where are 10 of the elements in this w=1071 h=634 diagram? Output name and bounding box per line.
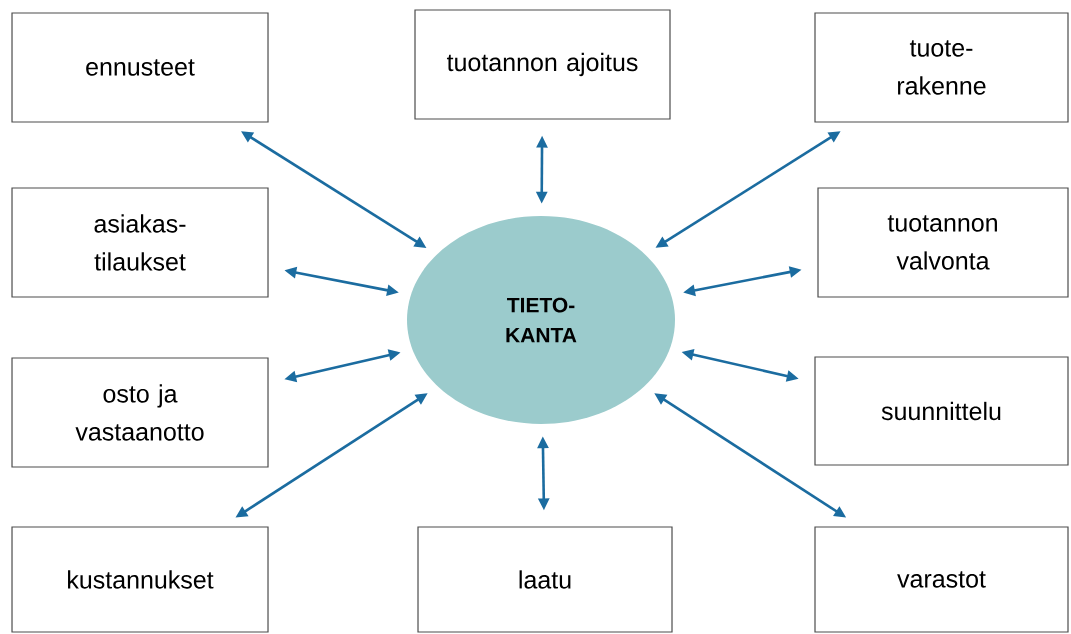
process-box: tuotannon valvonta xyxy=(817,187,1069,298)
process-box: ennusteet xyxy=(11,12,269,123)
process-box: kustannukset xyxy=(11,526,269,633)
process-box: suunnittelu xyxy=(814,356,1069,466)
process-box: asiakas- tilaukset xyxy=(11,187,269,298)
process-box: tuotannon ajoitus xyxy=(414,9,671,120)
process-box: laatu xyxy=(417,526,673,633)
process-box: varastot xyxy=(814,526,1069,633)
process-box: tuote- rakenne xyxy=(814,12,1069,123)
process-box: osto ja vastaanotto xyxy=(11,357,269,468)
